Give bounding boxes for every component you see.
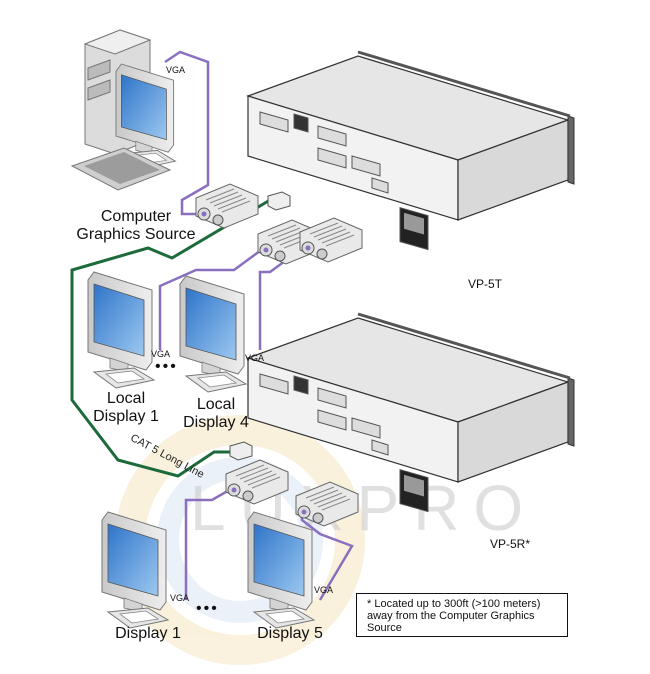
display-5-label: Display 5: [257, 625, 323, 642]
computer-source-label-line1: Computer: [100, 208, 172, 225]
local-display-4-vga-label: VGA: [245, 353, 265, 363]
remote-displays-ellipsis: •••: [196, 600, 219, 617]
vp-5r-label: VP-5R*: [490, 537, 531, 551]
vp-5t-label: VP-5T: [468, 277, 503, 291]
local-display-1-vga-label: VGA: [151, 349, 171, 359]
display-1-label: Display 1: [115, 625, 181, 642]
cat5-cable: [70, 198, 271, 478]
display-5-vga-label: VGA: [314, 585, 334, 595]
local-display-1-label-line2: Display 1: [93, 407, 159, 425]
distance-note: * Located up to 300ft (>100 meters) away…: [356, 593, 568, 637]
rj45-plugs: [229, 191, 291, 461]
computer-source-icon: [70, 29, 176, 191]
computer-source-label: Computer Graphics Source: [66, 208, 206, 243]
display-1-vga-label: VGA: [170, 593, 190, 603]
vp-5t-transmitter: [246, 50, 576, 252]
computer-source-label-line2: Graphics Source: [76, 225, 196, 243]
vga-connector: [299, 217, 363, 263]
local-display-4-label: Local Display 4: [176, 396, 256, 431]
local-display-1-icon: [87, 271, 155, 389]
local-display-4-label-line2: Display 4: [183, 413, 249, 431]
local-display-4-label-line1: Local: [196, 396, 236, 413]
local-display-4-icon: [179, 275, 247, 393]
local-displays-ellipsis: •••: [155, 358, 178, 375]
local-display-1-label-line1: Local: [106, 390, 146, 407]
local-display-1-label: Local Display 1: [86, 390, 166, 425]
source-vga-label: VGA: [166, 65, 186, 75]
